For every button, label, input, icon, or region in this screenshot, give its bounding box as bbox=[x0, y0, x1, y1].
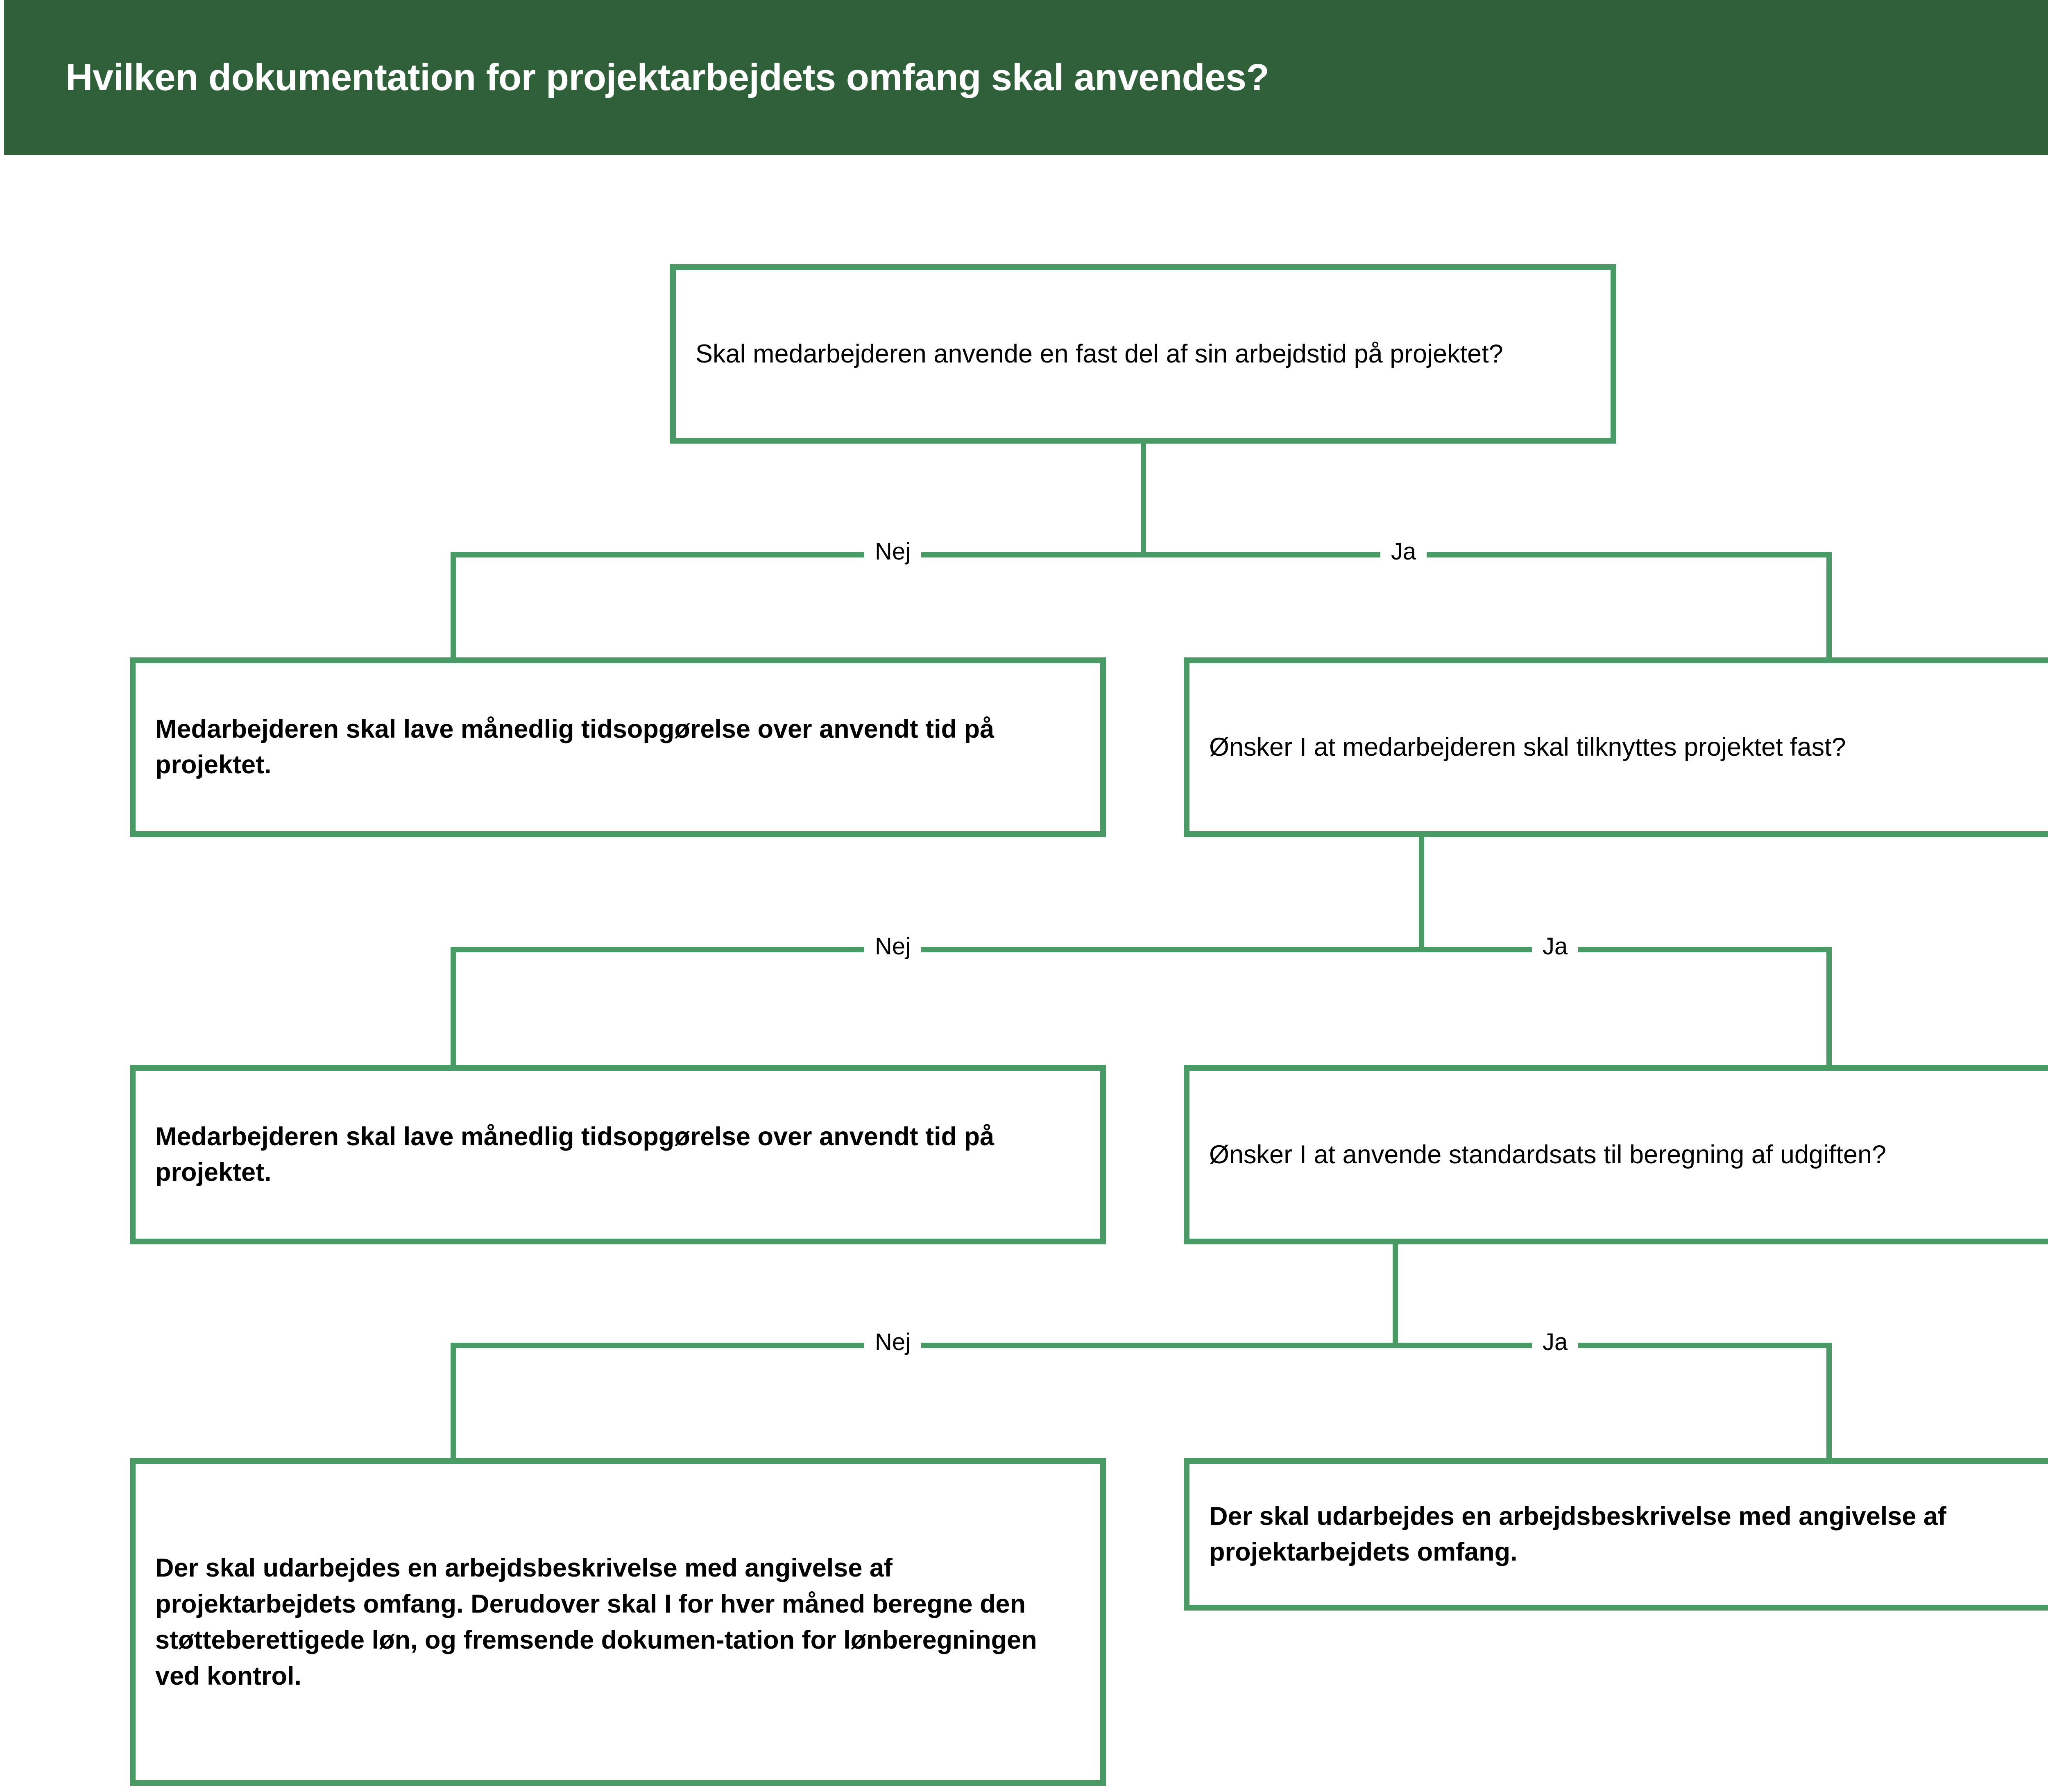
decision-box-row2-right[interactable]: Ønsker I at medarbejderen skal tilknytte… bbox=[1184, 657, 2048, 837]
outcome-box-row4-right[interactable]: Der skal udarbejdes en arbejdsbeskrivels… bbox=[1184, 1458, 2048, 1611]
branch-label-row2-no: Nej bbox=[864, 935, 922, 958]
connector-row1-right-drop bbox=[1826, 552, 1832, 659]
outcome-box-row3-left-text: Medarbejderen skal lave månedlig tidsopg… bbox=[155, 1122, 995, 1187]
outcome-box-row4-left-text: Der skal udarbejdes en arbejdsbeskrivels… bbox=[155, 1553, 1037, 1691]
outcome-box-row4-right-text: Der skal udarbejdes en arbejdsbeskrivels… bbox=[1209, 1502, 1946, 1566]
connector-row1-left-drop bbox=[451, 552, 456, 659]
decision-box-row3-right[interactable]: Ønsker I at anvende standardsats til ber… bbox=[1184, 1065, 2048, 1244]
decision-box-root[interactable]: Skal medarbejderen anvende en fast del a… bbox=[670, 264, 1616, 444]
branch-label-row3-no: Nej bbox=[864, 1330, 922, 1354]
branch-label-row1-no: Nej bbox=[864, 540, 922, 564]
connector-root-stem bbox=[1141, 444, 1146, 557]
connector-row2-rail bbox=[451, 947, 1832, 952]
outcome-box-row2-left[interactable]: Medarbejderen skal lave månedlig tidsopg… bbox=[130, 657, 1106, 837]
outcome-box-row4-left[interactable]: Der skal udarbejdes en arbejdsbeskrivels… bbox=[130, 1458, 1106, 1786]
decision-box-row3-right-text: Ønsker I at anvende standardsats til ber… bbox=[1209, 1140, 1887, 1169]
connector-row1-rail bbox=[451, 552, 1832, 557]
decision-box-root-text: Skal medarbejderen anvende en fast del a… bbox=[696, 339, 1503, 368]
header-banner: Hvilken dokumentation for projektarbejde… bbox=[4, 0, 2048, 155]
branch-label-row2-yes: Ja bbox=[1532, 935, 1579, 958]
outcome-box-row3-left[interactable]: Medarbejderen skal lave månedlig tidsopg… bbox=[130, 1065, 1106, 1244]
connector-row3-right-drop bbox=[1826, 1343, 1832, 1460]
decision-box-row2-right-text: Ønsker I at medarbejderen skal tilknytte… bbox=[1209, 732, 1846, 761]
outcome-box-row2-left-text: Medarbejderen skal lave månedlig tidsopg… bbox=[155, 715, 995, 779]
connector-row3-rail bbox=[451, 1343, 1832, 1348]
branch-label-row1-yes: Ja bbox=[1380, 540, 1427, 564]
branch-label-row3-yes: Ja bbox=[1532, 1330, 1579, 1354]
connector-row2-left-drop bbox=[451, 947, 456, 1068]
connector-row3-left-drop bbox=[451, 1343, 456, 1460]
connector-row2-right-drop bbox=[1826, 947, 1832, 1068]
connector-row2-stem bbox=[1419, 837, 1424, 951]
page-title: Hvilken dokumentation for projektarbejde… bbox=[66, 56, 1269, 98]
connector-row3-stem bbox=[1393, 1244, 1398, 1347]
